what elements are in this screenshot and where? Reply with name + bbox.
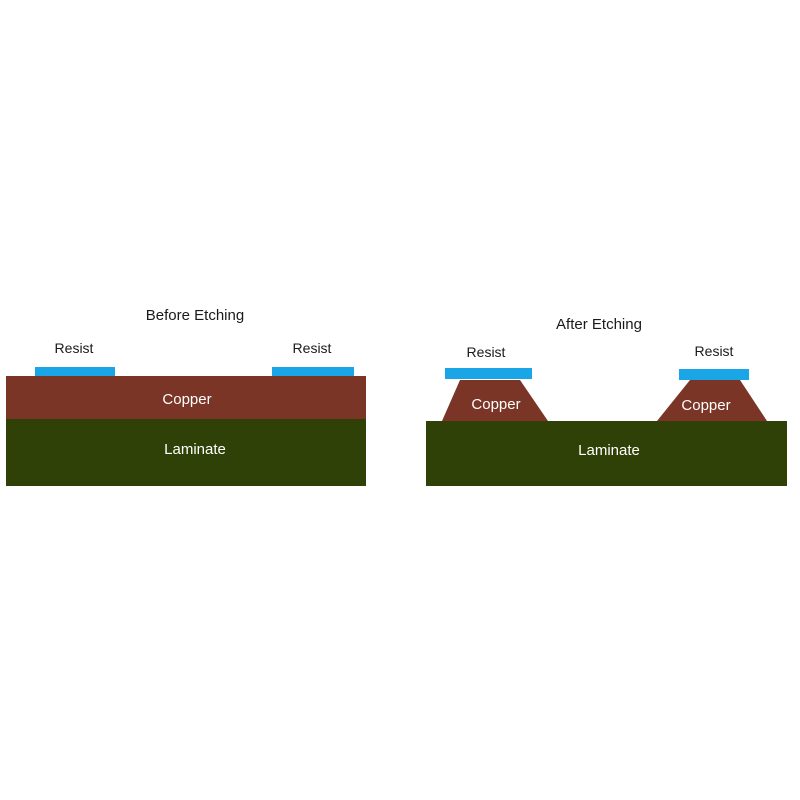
after-copper-trace-left	[442, 380, 548, 421]
after-copper-left-label: Copper	[471, 396, 520, 413]
after-resist-right-label: Resist	[695, 343, 734, 359]
before-copper-layer	[6, 376, 366, 419]
before-title: Before Etching	[146, 307, 244, 324]
before-laminate-layer	[6, 419, 366, 486]
after-etching-panel: After Etching Laminate Copper Copper Res…	[426, 316, 787, 486]
after-resist-left	[445, 368, 532, 379]
after-copper-right-label: Copper	[681, 397, 730, 414]
after-resist-right	[679, 369, 749, 380]
after-copper-trace-right	[657, 380, 767, 421]
before-resist-left	[35, 367, 115, 376]
before-copper-label: Copper	[162, 391, 211, 408]
after-laminate-label: Laminate	[578, 442, 640, 459]
before-resist-left-label: Resist	[55, 340, 94, 356]
before-laminate-label: Laminate	[164, 441, 226, 458]
after-title: After Etching	[556, 316, 642, 333]
before-resist-right	[272, 367, 354, 376]
after-resist-left-label: Resist	[467, 344, 506, 360]
after-laminate-layer	[426, 421, 787, 486]
before-etching-panel: Before Etching Laminate Copper Resist Re…	[6, 307, 366, 486]
before-resist-right-label: Resist	[293, 340, 332, 356]
